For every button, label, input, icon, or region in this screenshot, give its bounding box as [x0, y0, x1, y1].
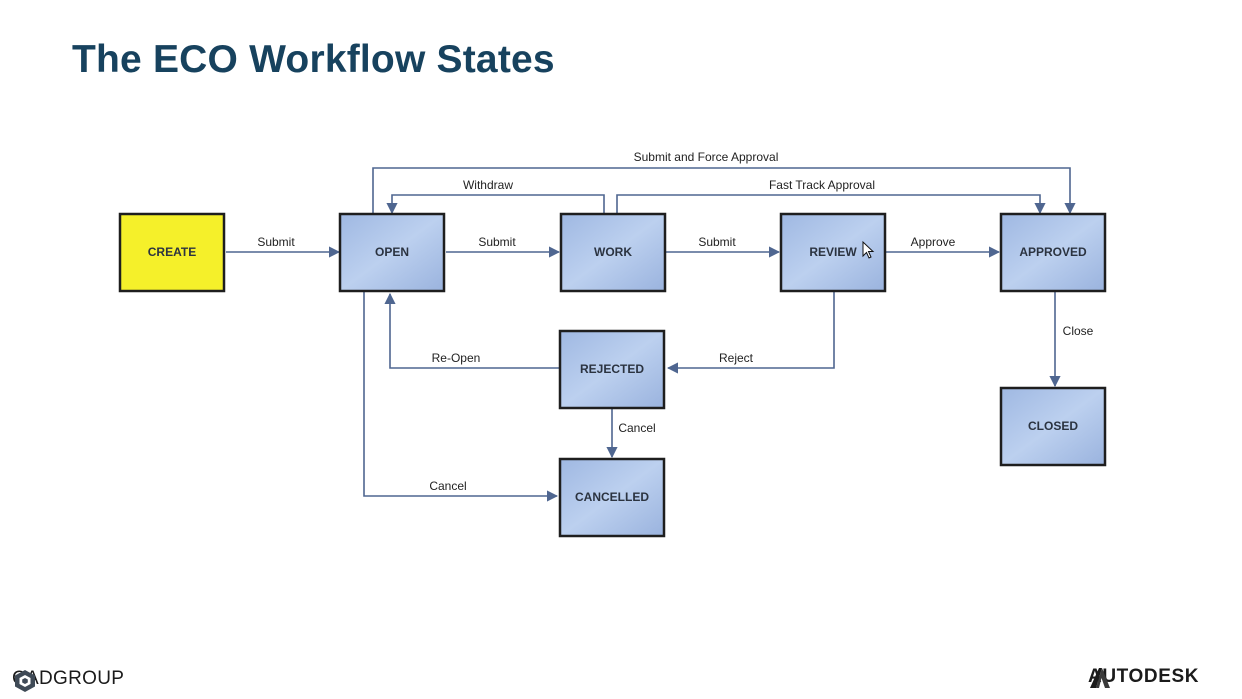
edge-label-reject: Reject — [719, 351, 754, 365]
state-box-approved — [999, 212, 1107, 293]
cadgroup-logo-icon — [15, 670, 35, 692]
state-label-review: REVIEW — [809, 245, 857, 259]
edge-open-approved-force — [372, 167, 1076, 215]
state-box-open — [338, 212, 446, 293]
edge-label-create-open: Submit — [257, 235, 295, 249]
state-label-work: WORK — [594, 245, 632, 259]
mouse-cursor-icon — [862, 240, 875, 259]
state-label-open: OPEN — [375, 245, 409, 259]
edge-rejected-open — [384, 292, 559, 369]
state-box-rejected — [558, 329, 666, 410]
edge-work-approved-fasttrack — [616, 194, 1046, 215]
state-label-create: CREATE — [148, 245, 196, 259]
edge-label-fast-track: Fast Track Approval — [769, 178, 875, 192]
state-box-cancelled — [558, 457, 666, 538]
state-label-cancelled: CANCELLED — [575, 490, 649, 504]
state-box-create — [118, 212, 226, 293]
autodesk-logo: AUTODESK — [1088, 666, 1199, 688]
state-label-approved: APPROVED — [1019, 245, 1087, 259]
edge-label-force-approval: Submit and Force Approval — [634, 150, 779, 164]
edge-label-withdraw: Withdraw — [463, 178, 513, 192]
edge-label-rejected-cancel: Cancel — [618, 421, 655, 435]
edge-review-rejected — [666, 292, 835, 374]
edge-label-open-work: Submit — [478, 235, 516, 249]
state-box-closed — [999, 386, 1107, 467]
edge-work-open-withdraw — [386, 194, 605, 215]
edge-label-review-approved: Approve — [911, 235, 956, 249]
state-label-closed: CLOSED — [1028, 419, 1078, 433]
slide-title: The ECO Workflow States — [72, 38, 555, 81]
autodesk-logo-icon — [1090, 668, 1110, 688]
edge-label-close: Close — [1063, 324, 1094, 338]
cadgroup-logo: CADGROUP — [12, 668, 125, 692]
edge-open-cancelled — [363, 292, 559, 502]
edge-label-open-cancel: Cancel — [429, 479, 466, 493]
edge-label-work-review: Submit — [698, 235, 736, 249]
cadgroup-logo-text: CADGROUP — [12, 668, 125, 689]
autodesk-logo-text: AUTODESK — [1088, 666, 1200, 687]
state-box-work — [559, 212, 667, 293]
state-label-rejected: REJECTED — [580, 362, 644, 376]
edge-label-reopen: Re-Open — [432, 351, 481, 365]
